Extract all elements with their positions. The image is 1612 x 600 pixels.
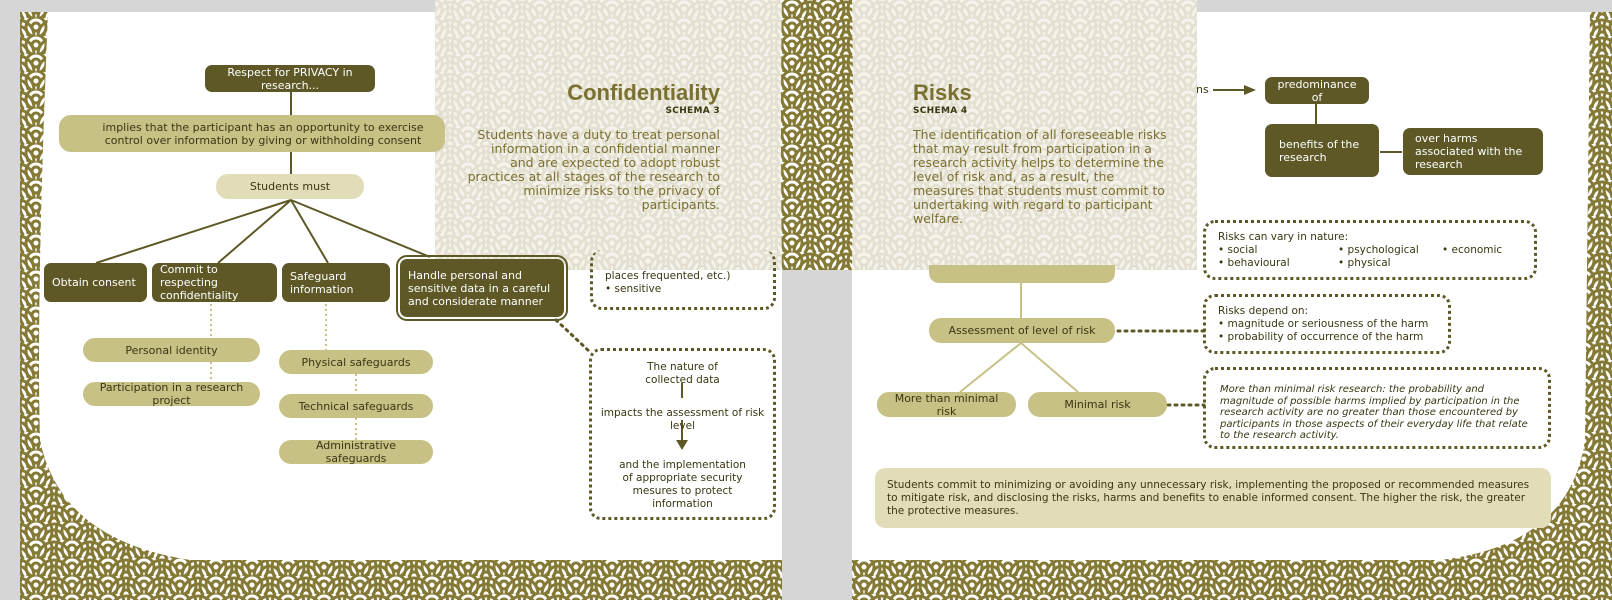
more-than-minimal-node: More than minimal risk bbox=[877, 392, 1016, 418]
risks-title: Risks bbox=[913, 80, 972, 105]
risks-schema: SCHEMA 4 bbox=[913, 106, 968, 116]
depend-heading: Risks depend on: bbox=[1218, 305, 1309, 317]
vary-economic: • economic bbox=[1442, 244, 1503, 256]
nature-data-box: The nature of collected data impacts the… bbox=[589, 348, 776, 520]
item-administrative-safeguards: Administrative safeguards bbox=[279, 439, 433, 465]
vary-heading: Risks can vary in nature: bbox=[1218, 231, 1349, 243]
root-node: Respect for PRIVACY in research... bbox=[205, 65, 375, 92]
nature-line-2: impacts the assessment of risk level bbox=[600, 407, 765, 432]
risks-body: The identification of all foreseeable ri… bbox=[913, 127, 1167, 226]
vary-physical: • physical bbox=[1338, 257, 1391, 269]
item-physical-safeguards: Physical safeguards bbox=[279, 350, 433, 374]
vary-social: • social bbox=[1218, 244, 1258, 256]
students-must-node: Students must bbox=[216, 174, 364, 199]
partial-line-sensitive: • sensitive bbox=[605, 283, 662, 295]
minimal-risk-node: Minimal risk bbox=[1028, 392, 1167, 417]
implies-node: implies that the participant has an oppo… bbox=[59, 115, 445, 152]
branch-confidentiality: Commit to respecting confidentiality bbox=[152, 263, 277, 302]
risks-header: Risks SCHEMA 4 bbox=[913, 80, 1113, 116]
risks-vary-box: Risks can vary in nature: • social • psy… bbox=[1203, 220, 1537, 280]
branch-handle-data: Handle personal and sensitive data in a … bbox=[396, 255, 568, 321]
partial-line-places: places frequented, etc.) bbox=[605, 270, 731, 282]
confidentiality-schema: SCHEMA 3 bbox=[665, 106, 720, 116]
benefits-node: benefits of the research bbox=[1265, 124, 1379, 177]
nature-line-3: and the implementation of appropriate se… bbox=[619, 459, 746, 510]
risks-depend-box: Risks depend on: • magnitude or seriousn… bbox=[1203, 294, 1451, 354]
depend-magnitude: • magnitude or seriousness of the harm bbox=[1218, 318, 1429, 330]
item-participation: Participation in a research project bbox=[83, 381, 260, 407]
partial-word: ns bbox=[1196, 83, 1209, 96]
vary-psychological: • psychological bbox=[1338, 244, 1419, 256]
branch-safeguard: Safeguard information bbox=[282, 263, 390, 302]
vary-behavioural: • behavioural bbox=[1218, 257, 1290, 269]
partial-node bbox=[929, 265, 1115, 283]
over-harms-node: over harms associated with the research bbox=[1403, 128, 1543, 175]
branch-obtain-consent: Obtain consent bbox=[44, 263, 147, 302]
confidentiality-body: Students have a duty to treat personal i… bbox=[467, 127, 720, 212]
commitment-box: Students commit to minimizing or avoidin… bbox=[875, 468, 1551, 528]
confidentiality-title: Confidentiality bbox=[567, 80, 720, 105]
assessment-node: Assessment of level of risk bbox=[929, 318, 1115, 343]
confidentiality-header: Confidentiality SCHEMA 3 bbox=[460, 80, 720, 116]
depend-probability: • probability of occurrence of the harm bbox=[1218, 331, 1424, 343]
predominance-node: predominance of bbox=[1265, 77, 1369, 104]
nature-line-1: The nature of collected data bbox=[645, 361, 720, 386]
definition-box: More than minimal risk research: the pro… bbox=[1203, 367, 1551, 449]
item-personal-identity: Personal identity bbox=[83, 338, 260, 362]
item-technical-safeguards: Technical safeguards bbox=[279, 394, 433, 418]
sensitive-data-box: places frequented, etc.) • sensitive bbox=[590, 250, 776, 310]
